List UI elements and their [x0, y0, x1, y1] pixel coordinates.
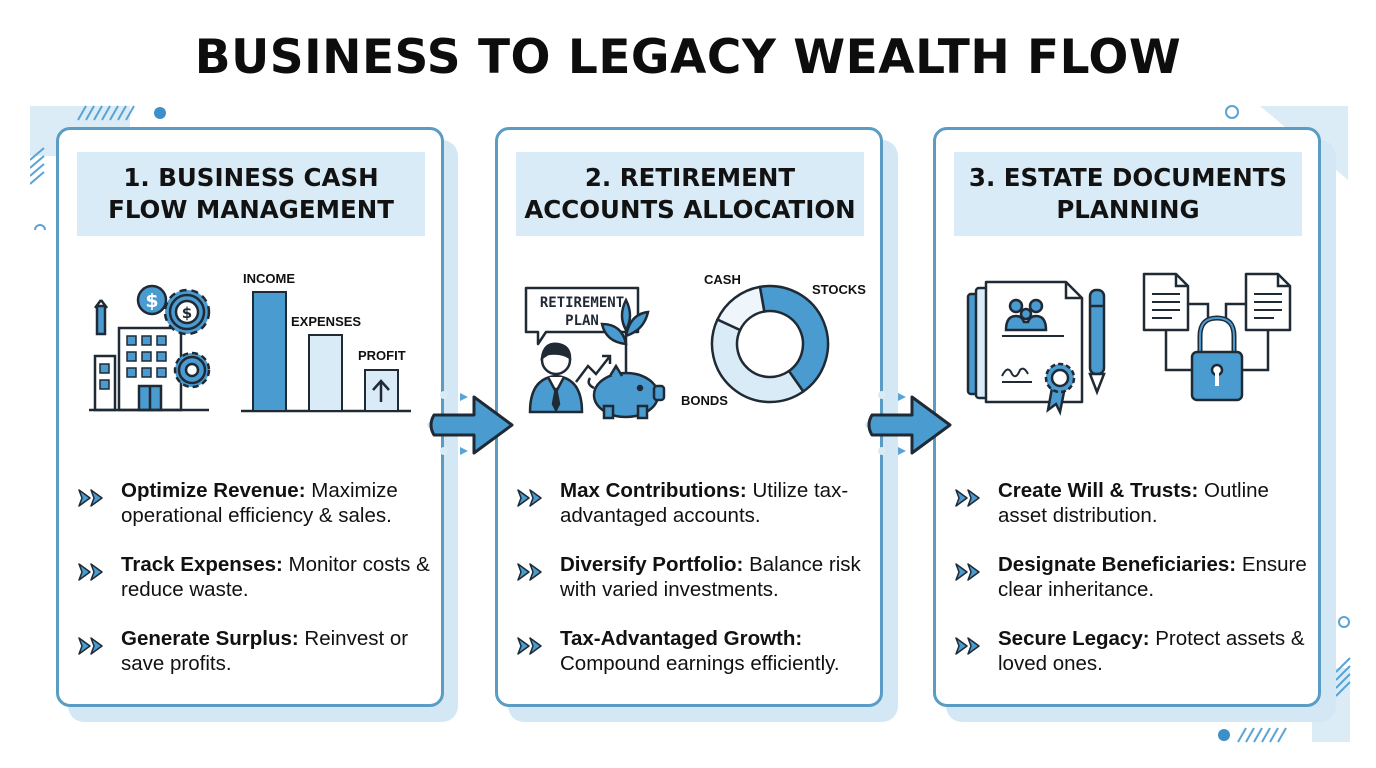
donut-segment-cash	[716, 285, 766, 332]
card-header: 3. ESTATE DOCUMENTS PLANNING	[954, 152, 1302, 236]
connector-lines	[1164, 302, 1270, 372]
legal-document-icon	[966, 280, 1084, 416]
svg-text:$: $	[145, 290, 158, 312]
double-chevron-icon	[517, 637, 542, 655]
bullet-text: Ensure clear inheritance.	[998, 553, 1307, 601]
bullet-title: Designate Beneficiaries:	[998, 553, 1237, 576]
bullet-item: Max Contributions: Utilize tax-advantage…	[516, 478, 876, 528]
double-chevron-icon	[955, 489, 980, 507]
double-chevron-icon	[78, 489, 103, 507]
flow-arrow-icon	[424, 385, 520, 465]
bullet-text: Monitor costs & reduce waste.	[121, 553, 430, 601]
bullet-title: Diversify Portfolio:	[560, 553, 744, 576]
chart-label-bonds: BONDS	[681, 393, 728, 408]
cash-flow-bar-chart: INCOME EXPENSES PROFIT	[241, 271, 411, 413]
svg-text:$: $	[182, 304, 192, 322]
chart-label-income: INCOME	[243, 271, 295, 286]
card-title: 3. ESTATE DOCUMENTS PLANNING	[968, 163, 1288, 224]
donut-segment-bonds	[710, 318, 805, 404]
card-title: 2. RETIREMENT ACCOUNTS ALLOCATION	[524, 163, 856, 224]
card-business-cash-flow: 1. BUSINESS CASH FLOW MANAGEMENT	[56, 127, 444, 707]
bullet-list: Optimize Revenue: Maximize operational e…	[77, 478, 437, 700]
bullet-item: Track Expenses: Monitor costs & reduce w…	[77, 552, 437, 602]
office-building-icon	[89, 299, 209, 412]
bullet-title: Create Will & Trusts:	[998, 479, 1199, 502]
page-title: BUSINESS TO LEGACY WEALTH FLOW	[194, 30, 1182, 85]
bullet-title: Track Expenses:	[121, 553, 283, 576]
income-bar	[252, 291, 287, 412]
bullet-item: Tax-Advantaged Growth: Compound earnings…	[516, 626, 876, 676]
bullet-title: Generate Surplus:	[121, 627, 299, 650]
bullet-item: Create Will & Trusts: Outline asset dist…	[954, 478, 1314, 528]
bullet-title: Max Contributions:	[560, 479, 747, 502]
double-chevron-icon	[955, 637, 980, 655]
up-arrow-icon	[372, 379, 390, 402]
bullet-text: Reinvest or save profits.	[121, 627, 409, 675]
card-estate-documents: 3. ESTATE DOCUMENTS PLANNING	[933, 127, 1321, 707]
bullet-title: Optimize Revenue:	[121, 479, 306, 502]
gear-icon	[173, 351, 211, 389]
donut-segment-stocks	[758, 284, 830, 393]
seal-icon	[1044, 362, 1076, 416]
svg-text:PLAN: PLAN	[565, 313, 599, 329]
bullet-title: Tax-Advantaged Growth:	[560, 627, 803, 650]
bullet-list: Max Contributions: Utilize tax-advantage…	[516, 478, 876, 700]
expenses-bar	[308, 334, 343, 412]
chart-label-stocks: STOCKS	[812, 282, 866, 297]
chart-label-profit: PROFIT	[358, 348, 406, 363]
bullet-text: Outline asset distribution.	[998, 479, 1269, 527]
estate-illustration	[936, 270, 1318, 430]
bullet-item: Optimize Revenue: Maximize operational e…	[77, 478, 437, 528]
card-title: 1. BUSINESS CASH FLOW MANAGEMENT	[108, 163, 394, 224]
document-icon	[1142, 272, 1190, 332]
double-chevron-icon	[955, 563, 980, 581]
piggy-bank-icon	[587, 363, 666, 420]
retirement-illustration: RETIREMENT PLAN	[498, 270, 880, 430]
padlock-icon	[1190, 315, 1244, 402]
bullet-list: Create Will & Trusts: Outline asset dist…	[954, 478, 1314, 700]
double-chevron-icon	[517, 489, 542, 507]
person-icon	[528, 342, 584, 414]
double-chevron-icon	[78, 563, 103, 581]
pen-icon	[1088, 288, 1106, 396]
card-header: 1. BUSINESS CASH FLOW MANAGEMENT	[77, 152, 425, 236]
bullet-text: Maximize operational efficiency & sales.	[121, 479, 398, 527]
bullet-item: Diversify Portfolio: Balance risk with v…	[516, 552, 876, 602]
dollar-coin-icon: $	[136, 284, 168, 316]
bullet-text: Balance risk with varied investments.	[560, 553, 861, 601]
double-chevron-icon	[78, 637, 103, 655]
bullet-text: Protect assets & loved ones.	[998, 627, 1305, 675]
plant-sprout-icon	[600, 297, 650, 373]
flow-arrow-icon	[862, 385, 958, 465]
card-header: 2. RETIREMENT ACCOUNTS ALLOCATION	[516, 152, 864, 236]
bullet-text: Utilize tax-advantaged accounts.	[560, 479, 849, 527]
business-illustration: $ $ INCOME EXPENSES	[59, 270, 441, 430]
bullet-title: Secure Legacy:	[998, 627, 1150, 650]
card-retirement-accounts: 2. RETIREMENT ACCOUNTS ALLOCATION RETIRE…	[495, 127, 883, 707]
svg-text:RETIREMENT: RETIREMENT	[540, 295, 624, 311]
document-icon	[1244, 272, 1292, 332]
family-icon	[1004, 298, 1048, 332]
bullet-item: Generate Surplus: Reinvest or save profi…	[77, 626, 437, 676]
gear-icon: $	[163, 288, 211, 336]
bullet-item: Secure Legacy: Protect assets & loved on…	[954, 626, 1314, 676]
bullet-item: Designate Beneficiaries: Ensure clear in…	[954, 552, 1314, 602]
double-chevron-icon	[517, 563, 542, 581]
growth-arrow-icon	[575, 354, 612, 383]
allocation-donut-chart	[710, 284, 830, 404]
bullet-text: Compound earnings efficiently.	[560, 652, 840, 675]
chart-label-cash: CASH	[704, 272, 741, 287]
chart-label-expenses: EXPENSES	[291, 314, 361, 329]
